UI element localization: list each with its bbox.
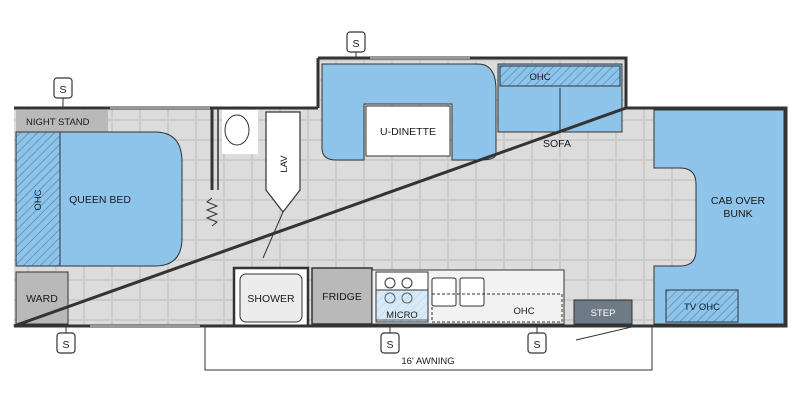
queen-bed-label: QUEEN BED — [69, 194, 131, 206]
kitchen-ohc — [431, 293, 563, 323]
cab-over-bunk — [653, 109, 785, 325]
pocket-door-spring — [205, 197, 219, 227]
dinette-table — [365, 105, 451, 157]
u-dinette-label: U-DINETTE — [380, 126, 436, 138]
svg-text:S: S — [352, 38, 359, 50]
slideout-marker-1: S — [346, 31, 366, 58]
queen-bed — [59, 131, 183, 267]
u-dinette — [321, 63, 497, 161]
burner-1 — [384, 277, 396, 289]
lav-vanity — [265, 111, 301, 213]
sofa-ohc-label: OHC — [529, 72, 550, 83]
awning-label: 16' AWNING — [401, 356, 454, 367]
micro-label: MICRO — [386, 310, 418, 321]
tv-ohc-label: TV OHC — [684, 302, 720, 313]
sink-basin-1 — [431, 277, 457, 307]
lav-label: LAV — [279, 155, 290, 173]
entry-door-swing — [575, 325, 637, 341]
shower-label: SHOWER — [247, 293, 295, 305]
night-stand-label: NIGHT STAND — [26, 117, 90, 128]
kitchen-ohc-label: OHC — [513, 306, 534, 317]
bed-ohc-label: OHC — [33, 189, 44, 210]
entry-step — [573, 299, 633, 325]
slideout-marker-4: S — [380, 326, 400, 354]
tv-ohc — [665, 289, 739, 323]
burner-2 — [401, 277, 413, 289]
slideout-marker-5: S — [527, 326, 547, 354]
svg-text:S: S — [59, 84, 66, 96]
awning-outline — [204, 326, 653, 371]
sofa-label: SOFA — [543, 138, 571, 150]
slideout-marker-3: S — [56, 326, 76, 354]
svg-text:S: S — [533, 339, 540, 351]
night-stand — [16, 110, 108, 132]
fridge-label: FRIDGE — [322, 291, 362, 303]
cab-over-bunk-label-1: CAB OVER — [711, 195, 766, 207]
svg-text:S: S — [62, 339, 69, 351]
sofa-ohc — [499, 65, 621, 87]
shower — [239, 273, 303, 323]
svg-text:S: S — [386, 339, 393, 351]
cab-over-bunk-label-2: BUNK — [723, 208, 752, 220]
toilet — [224, 114, 250, 146]
fridge — [311, 267, 373, 325]
slideout-marker-2: S — [53, 77, 73, 108]
sink-basin-2 — [459, 277, 485, 307]
wardrobe-label: WARD — [26, 293, 58, 305]
step-label: STEP — [591, 308, 616, 319]
microwave-ohc — [375, 289, 429, 323]
